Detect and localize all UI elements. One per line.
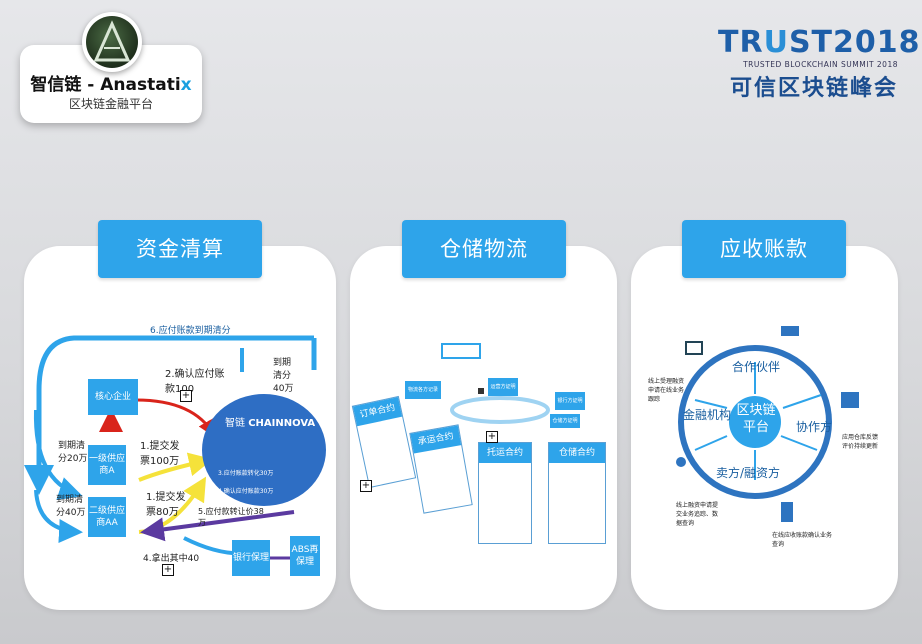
- summit-logo: TRUST2018 TRUSTED BLOCKCHAIN SUMMIT 2018…: [718, 25, 921, 102]
- label-step4: 4.确认应付账款30万: [218, 488, 274, 495]
- ring-financial-institution: 金融机构: [683, 408, 732, 422]
- label-due-40b: 到期清分40万: [56, 495, 86, 518]
- tab-settlement[interactable]: 资金清算: [98, 220, 262, 278]
- expand-icon[interactable]: +: [360, 480, 372, 492]
- node-bank-factoring[interactable]: 银行保理: [232, 540, 270, 576]
- brand-name: 智信链 - Anastatix: [30, 75, 192, 95]
- summit-title: TRUST2018: [718, 25, 921, 60]
- brand-subtitle: 区块链金融平台: [68, 97, 153, 111]
- node-bank-proof[interactable]: 银行方证明: [555, 392, 585, 410]
- ring-collaborator: 协作方: [796, 420, 833, 434]
- node-operator-proof[interactable]: 运营方证明: [488, 378, 518, 396]
- label-due-20: 到期清分20万: [58, 441, 88, 464]
- label-due-40: 到期清分40万: [273, 358, 294, 394]
- label-confirm-payable: 2.确认应付账款100: [165, 369, 225, 395]
- summit-subtitle-cn: 可信区块链峰会: [729, 76, 898, 101]
- logistics-ring: [441, 343, 550, 424]
- settlement-arrows: [24, 335, 326, 560]
- note-submit-tracking: 线上融资申请提交业务追踪、数据查询: [676, 502, 719, 527]
- ring-seller: 卖方/融资方: [716, 466, 781, 480]
- expand-icon[interactable]: +: [180, 390, 192, 402]
- label-due-clearing: 6.应付账款到期清分: [150, 326, 231, 336]
- avatar: [82, 12, 142, 72]
- summit-subtitle-en: TRUSTED BLOCKCHAIN SUMMIT 2018: [743, 60, 898, 69]
- expand-icon[interactable]: +: [486, 431, 498, 443]
- note-confirm-query: 在线应收账款确认业务查询: [772, 532, 833, 548]
- note-warehouse-feedback: 应用仓库反馈评价持续更新: [842, 434, 879, 450]
- note-online-apply: 线上受理融资申请在线业务跟踪: [648, 378, 685, 403]
- expand-icon[interactable]: +: [162, 564, 174, 576]
- anastatix-logo-icon: [93, 20, 131, 62]
- label-submit-invoice-80: 1.提交发票80万: [146, 492, 186, 518]
- node-tier2-supplier[interactable]: 二级供应商AA: [88, 497, 126, 537]
- receivables-ring: [676, 326, 859, 522]
- tab-receivables[interactable]: 应收账款: [682, 220, 846, 278]
- blockchain-platform[interactable]: 区块链平台: [736, 403, 776, 435]
- node-warehouse-proof[interactable]: 仓储方证明: [550, 414, 580, 428]
- contract-shipping[interactable]: 托运合约: [478, 442, 532, 544]
- chainnova-logo: 智链 CHAINNOVA: [225, 418, 316, 429]
- contract-warehouse[interactable]: 仓储合约: [548, 442, 606, 544]
- tab-logistics[interactable]: 仓储物流: [402, 220, 566, 278]
- label-payable-transfer: 5.应付款转让价38万: [198, 507, 264, 527]
- ring-partner: 合作伙伴: [732, 360, 781, 374]
- label-take-40: 4.拿出其中40: [143, 554, 200, 564]
- node-tier1-supplier[interactable]: 一级供应商A: [88, 445, 126, 485]
- node-abs-refactoring[interactable]: ABS再保理: [290, 536, 320, 576]
- label-step3: 3.应付账款转化30万: [218, 470, 274, 477]
- label-submit-invoice-100: 1.提交发票100万: [140, 441, 180, 467]
- node-logistics-record[interactable]: 物流各方记录: [405, 381, 441, 399]
- node-core-enterprise[interactable]: 核心企业: [88, 379, 138, 415]
